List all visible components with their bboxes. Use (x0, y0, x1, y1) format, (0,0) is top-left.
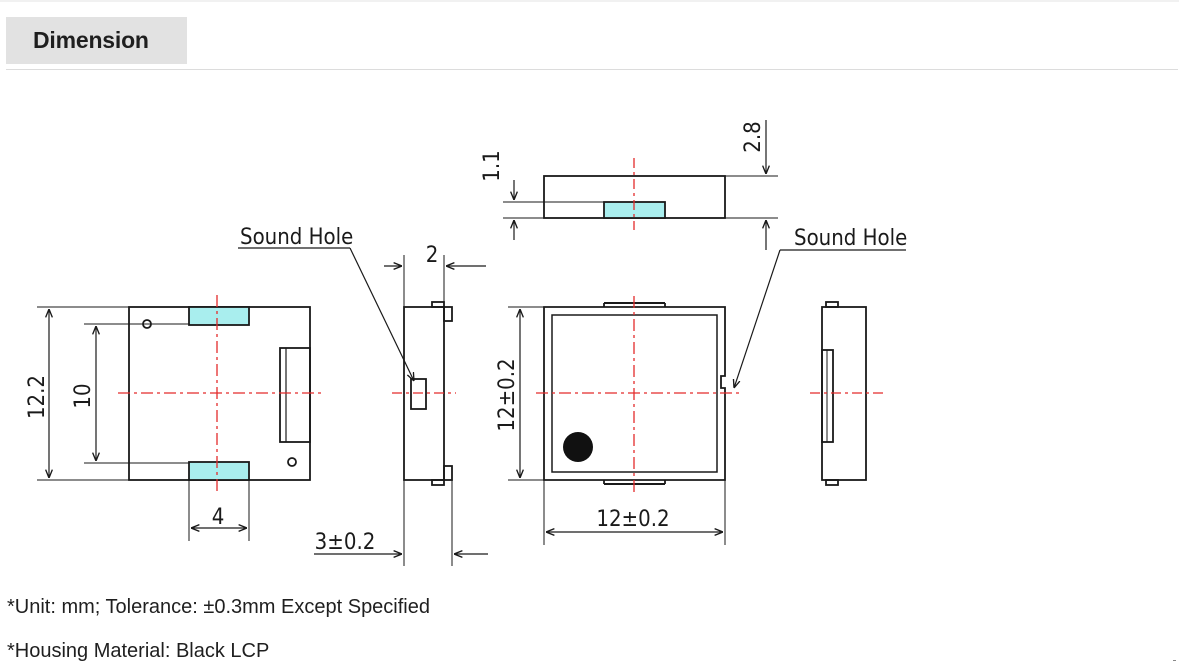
dim-top-height: 2.8 (741, 121, 766, 152)
dimension-drawing-svg: Sound Hole Sound Hole 12.2 10 4 2 3±0.2 … (25, 120, 907, 566)
corner-dot (1173, 660, 1176, 661)
dim-front-height: 12±0.2 (495, 358, 520, 431)
front-view (508, 249, 906, 545)
top-view (503, 120, 778, 250)
right-side-view (810, 301, 886, 486)
dim-height-outer: 12.2 (25, 375, 50, 419)
dimension-drawing: Sound Hole Sound Hole 12.2 10 4 2 3±0.2 … (0, 100, 1179, 580)
dim-side-depth: 3±0.2 (315, 530, 376, 555)
dim-top-hole: 1.1 (480, 150, 505, 181)
label-sound-hole-left: Sound Hole (240, 225, 353, 250)
top-pad (188, 306, 250, 326)
tab-dimension[interactable]: Dimension (6, 17, 187, 64)
sound-port (563, 432, 593, 462)
polarity-mark-2 (287, 457, 297, 467)
dim-pad-width: 4 (212, 505, 225, 530)
dim-front-width: 12±0.2 (596, 507, 669, 532)
note-housing-material: *Housing Material: Black LCP (7, 640, 270, 662)
note-unit-tolerance: *Unit: mm; Tolerance: ±0.3mm Except Spec… (7, 596, 430, 618)
dim-side-thickness: 2 (426, 243, 439, 268)
side-view (238, 247, 488, 566)
bottom-view (37, 295, 322, 541)
top-border (0, 0, 1179, 2)
dim-height-inner: 10 (71, 383, 96, 408)
side-slot (279, 347, 311, 443)
sound-hole-side (410, 378, 427, 410)
tab-strip: Dimension (6, 17, 1178, 70)
bottom-pad (188, 461, 250, 481)
label-sound-hole-right: Sound Hole (794, 226, 907, 251)
